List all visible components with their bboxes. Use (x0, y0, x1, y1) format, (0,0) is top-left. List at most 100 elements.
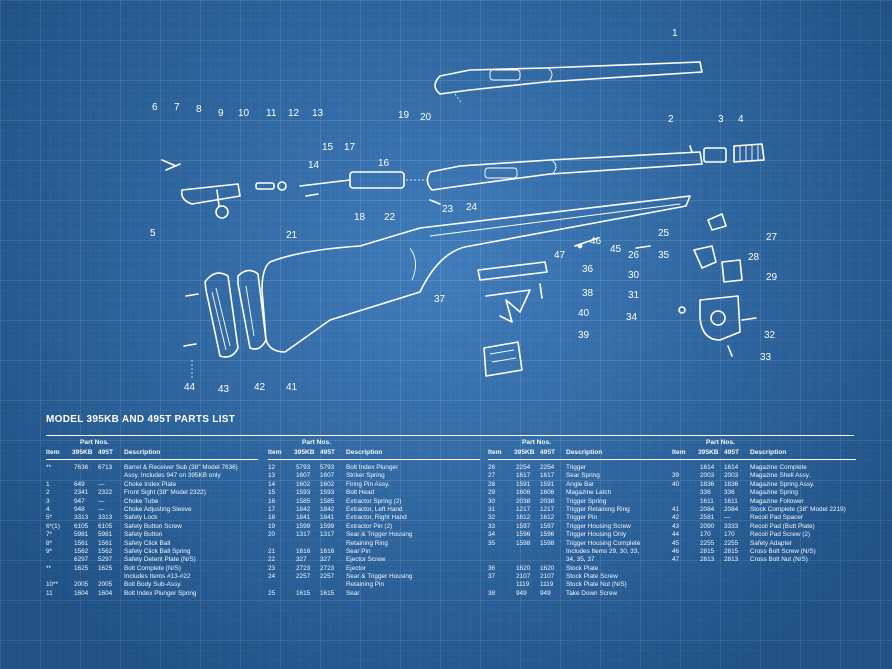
part-no-395kb: 2341 (74, 489, 89, 497)
callout-13: 13 (312, 108, 324, 119)
callout-30: 30 (628, 270, 640, 281)
part-no-395kb: 1562 (74, 547, 89, 555)
item-number: 21 (268, 547, 276, 555)
part-no-495t: 1836 (724, 480, 739, 488)
item-number: 8* (46, 539, 53, 547)
part-no-495t: — (724, 514, 731, 522)
part-description: Magazine Latch (566, 489, 612, 497)
part-no-395kb: 2038 (516, 497, 531, 505)
model-495t-heading: 495T (320, 449, 336, 456)
part-no-495t: 336 (724, 489, 735, 497)
part-no-395kb: 949 (516, 589, 527, 597)
item-number: 27 (488, 472, 496, 480)
item-number: 26 (488, 464, 496, 471)
callout-35: 35 (658, 250, 670, 261)
part-description: Stock Complete (38" Model 2219) (750, 505, 846, 513)
item-number: 10** (46, 581, 59, 589)
part-description: Front Sight (38" Model 2322) (124, 489, 206, 497)
part-description: Extractor, Right Hand (346, 514, 407, 522)
description-heading: Description (124, 449, 161, 456)
part-description: Safety Detent Plate (N/S) (124, 556, 196, 564)
part-no-395kb: 2255 (700, 539, 715, 547)
callout-47: 47 (554, 250, 566, 261)
part-no-395kb: 1612 (516, 514, 531, 522)
item-number: 17 (268, 505, 276, 513)
part-no-395kb: 6297 (74, 556, 89, 564)
callout-23: 23 (442, 204, 454, 215)
callout-32: 32 (764, 330, 776, 341)
part-description: Bolt Body Sub-Assy. (124, 581, 182, 589)
part-description: Stock Plate Nut (N/S) (566, 581, 627, 589)
item-number: 15 (268, 489, 276, 497)
item-heading: Item (488, 449, 502, 456)
part-no-495t: 1593 (320, 489, 335, 497)
item-number: 42 (672, 514, 680, 522)
part-no-395kb: 948 (74, 505, 85, 513)
callout-36: 36 (582, 264, 594, 275)
part-no-495t: 949 (540, 589, 551, 597)
part-no-395kb: 1604 (74, 589, 89, 597)
item-number: 25 (268, 589, 276, 597)
part-no-495t: 1617 (540, 472, 555, 480)
part-no-395kb: 2107 (516, 573, 531, 581)
item-number: 35 (488, 539, 496, 547)
part-description: Sear Pin (346, 547, 371, 555)
part-no-395kb: 1217 (516, 505, 531, 513)
part-no-495t: 2254 (540, 464, 555, 471)
part-description: Bolt Complete (N/S) (124, 564, 181, 572)
part-description: Magazine Follower (750, 497, 804, 505)
part-no-495t: 2084 (724, 505, 739, 513)
part-no-395kb: 6105 (74, 522, 89, 530)
part-no-395kb: 5793 (296, 464, 311, 471)
part-no-395kb: 1602 (296, 480, 311, 488)
part-no-495t: 1604 (98, 589, 113, 597)
part-description: Trigger Housing Only (566, 531, 627, 539)
item-number: 46 (672, 547, 680, 555)
item-number: 2 (46, 489, 50, 497)
part-description: Extractor Spring (2) (346, 497, 402, 505)
part-no-495t: 1599 (320, 522, 335, 530)
exploded-parts-diagram: 1 2 3 4 5 6 7 8 9 10 11 12 13 14 15 16 1… (150, 28, 778, 395)
part-no-495t: 6105 (98, 522, 113, 530)
part-no-495t: 3313 (98, 514, 113, 522)
callout-7: 7 (174, 102, 180, 113)
item-heading: Item (672, 449, 686, 456)
callout-28: 28 (748, 252, 760, 263)
callout-6: 6 (152, 102, 158, 113)
part-no-495t: — (98, 480, 105, 488)
part-description: Includes Items 29, 30, 33, (566, 547, 640, 555)
part-description: Choke Tube (124, 497, 159, 505)
part-no-495t: 2815 (724, 547, 739, 555)
part-no-395kb: 2254 (516, 464, 531, 471)
part-description: Safety Click Ball (124, 539, 171, 547)
parts-row: 34, 35, 37 (488, 556, 672, 564)
part-no-495t: 2005 (98, 581, 113, 589)
part-no-495t: 2257 (320, 573, 335, 581)
part-no-495t: 2255 (724, 539, 739, 547)
item-number: 34 (488, 531, 496, 539)
item-number: 39 (672, 472, 680, 480)
item-number: 41 (672, 505, 680, 513)
callout-29: 29 (766, 272, 778, 283)
part-description: Sear & Trigger Housing (346, 531, 413, 539)
part-no-395kb: 1591 (516, 480, 531, 488)
part-description: Assy. Includes 947 on 395KB only (124, 472, 221, 480)
description-heading: Description (750, 449, 787, 456)
part-nos-heading: Part Nos. (80, 439, 109, 446)
item-number: 43 (672, 522, 680, 530)
